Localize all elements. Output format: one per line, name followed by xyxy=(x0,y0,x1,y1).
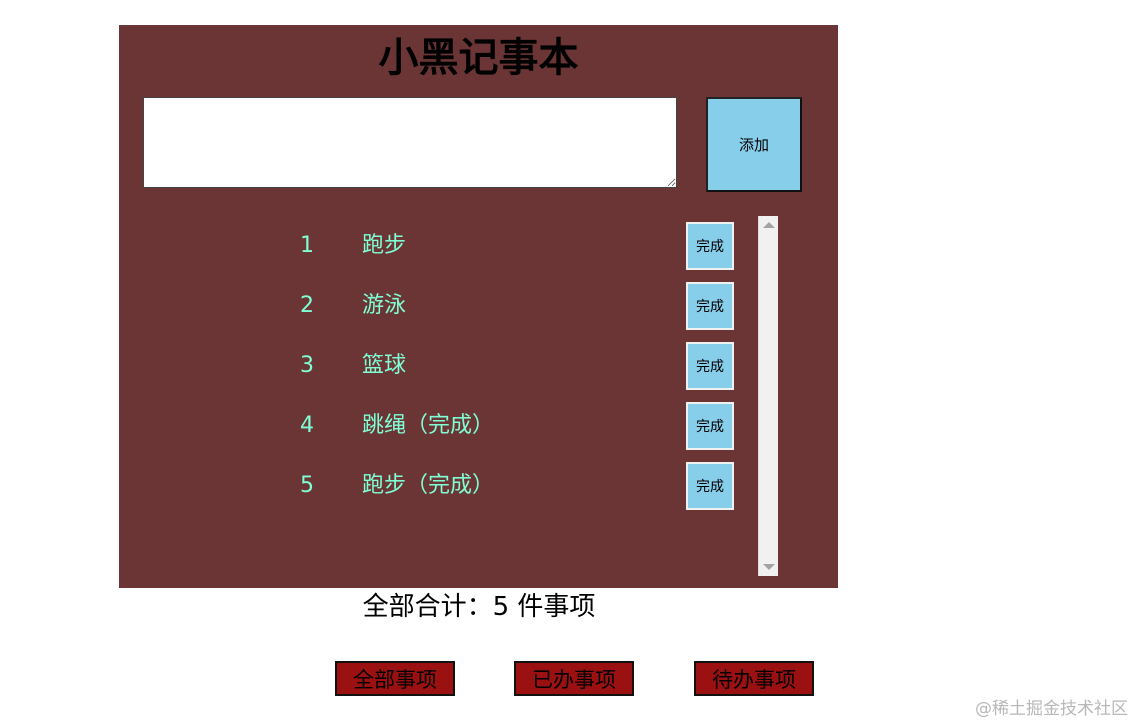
list-item: 4 跳绳（完成） 完成 xyxy=(119,397,838,457)
scroll-up-arrow-icon[interactable] xyxy=(763,222,775,228)
todo-text: 跑步 xyxy=(362,233,407,258)
done-button[interactable]: 完成 xyxy=(686,342,734,390)
todo-index: 5 xyxy=(300,473,314,498)
done-button[interactable]: 完成 xyxy=(686,462,734,510)
todo-index: 1 xyxy=(300,233,314,258)
list-item: 3 篮球 完成 xyxy=(119,337,838,397)
done-button[interactable]: 完成 xyxy=(686,282,734,330)
filter-done-button[interactable]: 已办事项 xyxy=(514,661,634,696)
new-todo-input[interactable] xyxy=(143,97,677,188)
todo-text: 跳绳（完成） xyxy=(362,413,495,438)
todo-text: 游泳 xyxy=(362,293,407,318)
watermark: @稀土掘金技术社区 xyxy=(975,699,1128,719)
add-button[interactable]: 添加 xyxy=(706,97,802,192)
todo-text: 篮球 xyxy=(362,353,407,378)
list-item: 1 跑步 完成 xyxy=(119,217,838,277)
todo-list: 1 跑步 完成 2 游泳 完成 3 篮球 完成 4 跳绳（完成） 完成 5 跑步 xyxy=(119,217,838,577)
list-item: 5 跑步（完成） 完成 xyxy=(119,457,838,517)
filter-all-button[interactable]: 全部事项 xyxy=(335,661,455,696)
todo-index: 4 xyxy=(300,413,314,438)
done-button[interactable]: 完成 xyxy=(686,402,734,450)
total-summary: 全部合计：5 件事项 xyxy=(362,592,596,622)
todo-index: 3 xyxy=(300,353,314,378)
filter-pending-button[interactable]: 待办事项 xyxy=(694,661,814,696)
notebook-panel: 小黑记事本 添加 1 跑步 完成 2 游泳 完成 3 篮球 完成 4 跳绳（完成… xyxy=(119,25,838,588)
todo-text: 跑步（完成） xyxy=(362,473,495,498)
list-item: 2 游泳 完成 xyxy=(119,277,838,337)
list-scrollbar[interactable] xyxy=(758,216,778,576)
done-button[interactable]: 完成 xyxy=(686,222,734,270)
app-title: 小黑记事本 xyxy=(378,35,579,81)
scroll-down-arrow-icon[interactable] xyxy=(763,564,775,570)
todo-index: 2 xyxy=(300,293,314,318)
